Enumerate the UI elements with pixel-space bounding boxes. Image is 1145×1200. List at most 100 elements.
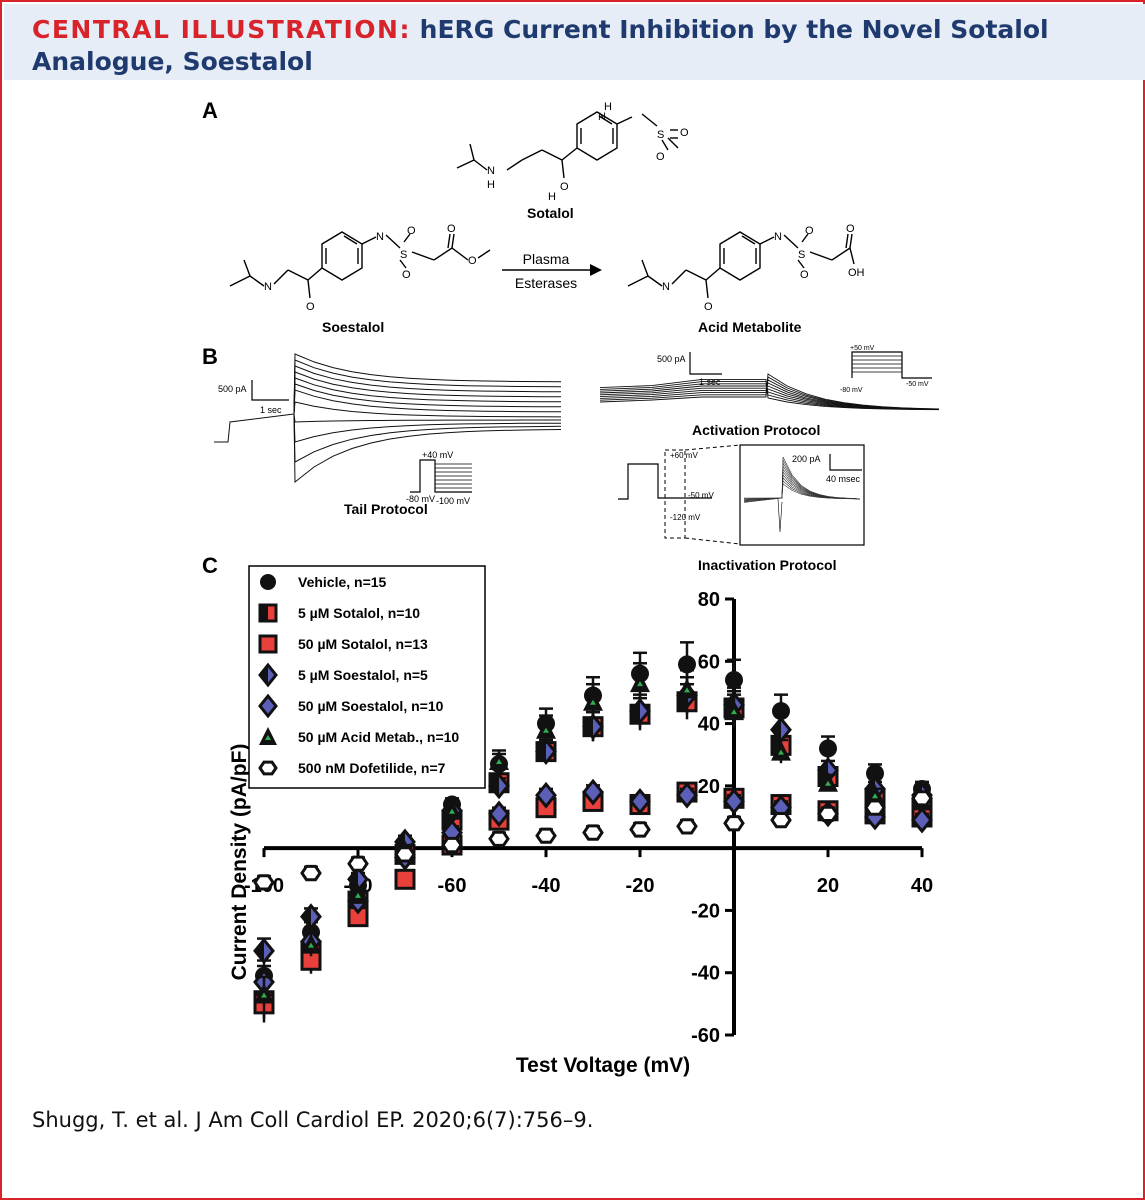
panel-a-letter: A [202, 98, 218, 123]
acid-o-atom-2: O [800, 269, 809, 281]
reaction-arrowhead [590, 264, 602, 276]
sotalol-h-atom: H [604, 101, 612, 113]
soestalol-benzene-ring [321, 231, 363, 281]
y-tick-label: 60 [698, 651, 720, 673]
tail-baseline-trace [214, 413, 295, 443]
y-tick-label: 20 [698, 776, 720, 798]
legend-entry: Vehicle, n=15 [260, 574, 387, 590]
x-tick-label: 40 [911, 875, 933, 897]
y-tick-label: -60 [691, 1025, 720, 1047]
soestalol-o-atom-5: O [306, 301, 315, 313]
acid-benzene-ring [719, 231, 761, 281]
legend-marker-shade [260, 665, 268, 685]
tail-trace-line [293, 371, 562, 415]
acid-o-atom-3: O [846, 223, 855, 235]
data-point-shade [490, 774, 499, 797]
data-point-shade [631, 700, 640, 723]
inactivation-spike [777, 498, 783, 533]
data-point-shade [443, 811, 452, 830]
inact-v-bottom: -120 mV [670, 513, 701, 522]
data-point [535, 781, 557, 809]
sotalol-label: Sotalol [527, 205, 574, 221]
soestalol-n-atom-2: N [264, 281, 272, 293]
tail-trace-line [293, 359, 562, 415]
inact-v-top: +60 mV [670, 451, 698, 460]
panel-a-structures: N H S O O O H N H N S O O O O O N N S O … [229, 101, 865, 335]
inact-zoom-box [664, 449, 686, 539]
data-point [535, 827, 557, 844]
data-point-center [825, 780, 831, 786]
data-point [347, 855, 369, 872]
x-tick-label: -20 [626, 875, 655, 897]
tail-v-hold: -80 mV [406, 494, 435, 504]
data-point [819, 739, 837, 758]
inactivation-trace-line [743, 483, 861, 503]
x-tick-label: -40 [532, 875, 561, 897]
legend-entry: 50 µM Acid Metab., n=10 [259, 727, 459, 745]
data-point-center [731, 709, 737, 715]
header-title-line2: Analogue, Soestalol [32, 47, 313, 76]
data-point [723, 815, 745, 832]
activation-trace-line [599, 373, 940, 410]
chart-series [253, 641, 933, 1023]
legend-marker [258, 760, 278, 776]
data-point-shade [302, 905, 311, 928]
tail-trace-line [293, 413, 562, 463]
data-point-center [308, 942, 314, 948]
data-point [394, 868, 416, 890]
act-v-top: +50 mV [850, 345, 875, 352]
legend-label: 50 µM Sotalol, n=13 [298, 636, 428, 652]
data-point [723, 788, 745, 815]
tail-trace-line [293, 389, 562, 415]
data-point [770, 812, 792, 829]
data-point-center [684, 687, 690, 693]
data-point [394, 846, 416, 863]
legend-entry: 50 µM Sotalol, n=13 [258, 634, 428, 654]
data-point [629, 788, 651, 815]
data-point [253, 874, 275, 891]
panel-c-letter: C [202, 553, 218, 578]
act-scale-bar [689, 352, 722, 375]
legend-label: 500 nM Dofetilide, n=7 [298, 760, 446, 776]
data-point [725, 670, 743, 689]
tail-protocol-label: Tail Protocol [344, 501, 428, 517]
legend-entry: 50 µM Soestalol, n=10 [258, 693, 444, 719]
figure-header: CENTRAL ILLUSTRATION: hERG Current Inhib… [4, 4, 1145, 80]
activation-protocol-label: Activation Protocol [692, 422, 820, 438]
act-protocol-sketch [851, 351, 932, 379]
data-point [817, 805, 839, 822]
soestalol-s-atom: S [400, 249, 407, 261]
tail-scale-time: 1 sec [260, 405, 282, 415]
header-kicker: CENTRAL ILLUSTRATION: [32, 15, 411, 44]
acid-o-atom-1: O [805, 225, 814, 237]
data-point-center [496, 758, 502, 764]
data-point-center [872, 793, 878, 799]
acid-n-atom-2: N [662, 281, 670, 293]
data-point [866, 764, 884, 783]
tail-trace-line [293, 353, 562, 415]
soestalol-o-atom-4: O [468, 255, 477, 267]
act-v-hold: -80 mV [840, 387, 863, 394]
data-point-center [449, 808, 455, 814]
y-tick-label: 80 [698, 589, 720, 611]
sotalol-n-atom-2: N [487, 165, 495, 177]
data-point [629, 821, 651, 838]
data-point-shade [349, 868, 358, 891]
sotalol-benzene-ring [576, 111, 618, 161]
data-point [488, 800, 510, 828]
inact-zoom-panel [739, 444, 865, 546]
legend-entry: 500 nM Dofetilide, n=7 [258, 760, 446, 776]
arrow-label-esterases: Esterases [515, 275, 577, 291]
data-point [488, 830, 510, 847]
soestalol-o-atom-1: O [407, 225, 416, 237]
tail-trace-line [293, 413, 561, 423]
inact-scale-time: 40 msec [826, 474, 861, 484]
tail-trace-line [293, 413, 561, 443]
soestalol-label: Soestalol [322, 319, 384, 335]
tail-scale-current: 500 pA [218, 384, 247, 394]
data-point-shade [255, 939, 264, 962]
data-point-center [355, 892, 361, 898]
acid-s-atom: S [798, 249, 805, 261]
